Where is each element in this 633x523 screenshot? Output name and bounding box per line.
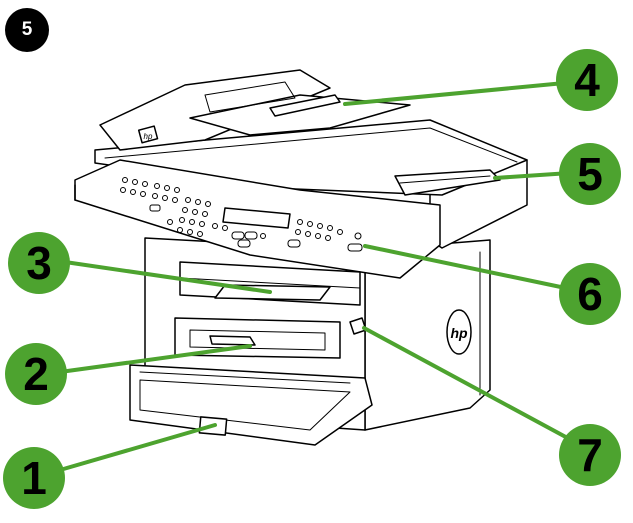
callout-line-4 <box>345 82 575 104</box>
callout-6-label: 6 <box>577 268 603 320</box>
svg-text:hp: hp <box>450 325 468 341</box>
callout-4-label: 4 <box>574 54 600 106</box>
svg-text:hp: hp <box>144 132 153 141</box>
hp-logo-icon: hp <box>447 310 471 354</box>
callout-2-label: 2 <box>23 348 49 400</box>
callout-5-label: 5 <box>577 148 603 200</box>
callout-1-label: 1 <box>21 452 47 504</box>
callout-7-label: 7 <box>577 429 603 481</box>
callout-line-1 <box>60 425 215 470</box>
callout-3-label: 3 <box>26 237 52 289</box>
